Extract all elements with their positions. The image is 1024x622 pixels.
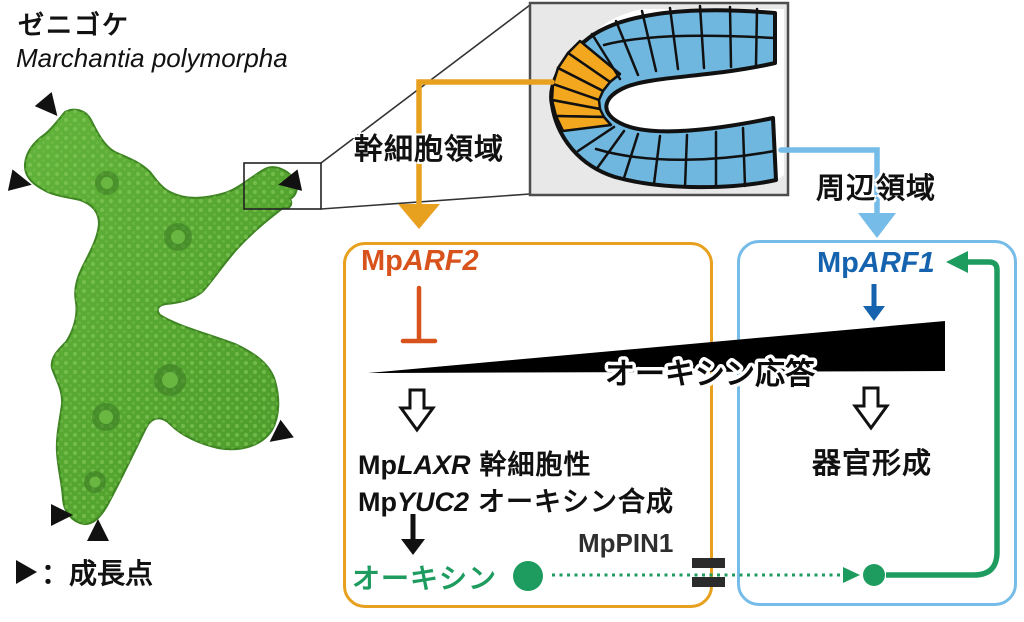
growth-point-arrowhead: [7, 169, 32, 191]
auxin-dot-peripheral: [863, 564, 885, 586]
peripheral-region-arrow: [778, 147, 896, 238]
stem-cells: [550, 39, 622, 133]
arf2-gene: ARF2: [402, 245, 479, 277]
auxin-feedback-arrow: [886, 251, 1000, 578]
arf2-prefix: Mp: [361, 245, 403, 277]
open-arrow-icon: [398, 388, 436, 433]
growth-point-arrowheads: [7, 92, 303, 541]
yuc2-gene: YUC2: [396, 487, 470, 517]
growth-point-arrowhead: [34, 92, 58, 116]
peripheral-region-box: [737, 240, 1017, 606]
open-arrow-icon: [852, 386, 890, 431]
arf2-gene-label: MpARF2: [361, 245, 479, 278]
growth-point-arrowhead: [278, 169, 303, 191]
growth-point-arrowhead: [269, 419, 294, 442]
legend-colon: ：: [41, 558, 70, 589]
auxin-dot-stem: [513, 561, 543, 591]
peripheral-region-label: 周辺領域: [816, 173, 937, 205]
growth-point-arrowhead: [87, 519, 109, 541]
growth-point-marker-icon: [16, 560, 37, 584]
inhibition-tbar-icon: [400, 285, 438, 344]
arf1-gene-label: MpARF1: [817, 247, 935, 280]
pin1-transporter-label: MpPIN1: [578, 528, 674, 558]
zoom-source-rect: [243, 162, 322, 210]
organ-formation-label: 器官形成: [812, 448, 933, 480]
arf1-down-arrow: [863, 284, 885, 321]
laxr-prefix: Mp: [358, 450, 397, 480]
auxin-gradient-wedge: [368, 321, 945, 373]
laxr-role: 幹細胞性: [479, 450, 592, 480]
yuc2-prefix: Mp: [358, 487, 397, 517]
arf1-prefix: Mp: [817, 247, 859, 279]
pin1-transporter-bars: [692, 558, 725, 587]
auxin-response-label: オーキシン応答: [605, 358, 816, 391]
growth-point-legend: ：成長点: [16, 552, 153, 592]
epidermal-cell-band: [549, 8, 778, 190]
species-title-jp: ゼニゴケ: [18, 10, 131, 40]
species-title-latin: Marchantia polymorpha: [16, 43, 288, 73]
cell-wall-lines: [576, 4, 777, 189]
inset-border: [528, 1, 790, 197]
arf1-gene: ARF1: [858, 247, 935, 279]
apical-notch-inset: [528, 1, 790, 197]
legend-label: 成長点: [69, 558, 154, 589]
thallus-texture: [24, 109, 297, 525]
growth-point-arrowhead: [51, 504, 73, 526]
zoom-guide-lines: [320, 4, 531, 210]
gemma-cups: [84, 171, 192, 493]
stem-region-box: [343, 242, 713, 608]
yuc2-role: オーキシン合成: [478, 487, 675, 517]
stem-region-label: 幹細胞領域: [354, 134, 505, 166]
laxr-label: MpLAXR 幹細胞性: [358, 443, 591, 482]
auxin-synthesis-arrow: [401, 514, 425, 555]
laxr-gene: LAXR: [396, 450, 471, 480]
auxin-flow-dotted-arrow: [552, 567, 860, 583]
stem-region-arrow: [398, 79, 555, 229]
auxin-label: オーキシン: [352, 563, 498, 594]
liverwort-photo: [7, 92, 322, 541]
yuc2-label: MpYUC2 オーキシン合成: [358, 480, 674, 519]
